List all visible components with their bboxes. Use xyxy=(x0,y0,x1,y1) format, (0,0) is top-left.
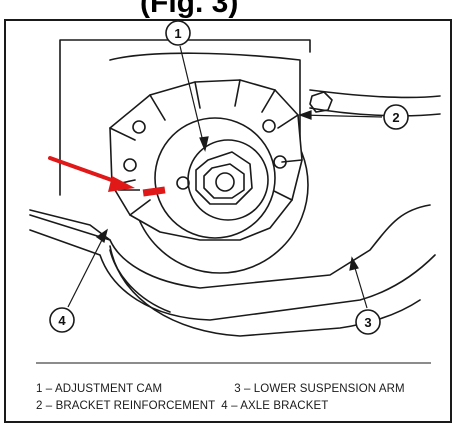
lower-arm-curve xyxy=(109,249,171,313)
cam-nut xyxy=(195,151,253,205)
leader-2 xyxy=(299,114,383,118)
side-bolt xyxy=(309,91,333,113)
callout-2-label: 2 xyxy=(392,110,399,125)
cam-index-hole xyxy=(176,176,190,190)
header-fragment: (Fig. 3) xyxy=(140,0,238,19)
red-alignment-mark xyxy=(142,186,166,197)
callout-1-label: 1 xyxy=(174,26,181,41)
legend-item-4: 4 – AXLE BRACKET xyxy=(221,400,329,412)
callout-2: 2 xyxy=(383,104,409,130)
legend-item-3: 3 – LOWER SUSPENSION ARM xyxy=(234,383,405,395)
bolt-thread xyxy=(215,172,235,192)
lower-arm-top xyxy=(29,204,431,289)
cam-nut-face xyxy=(203,163,245,199)
legend-item-2: 2 – BRACKET REINFORCEMENT xyxy=(36,400,216,412)
bolt-hole xyxy=(273,155,287,169)
bolt-hole xyxy=(123,158,137,172)
alignment-mark-group xyxy=(48,156,166,197)
callout-4-label: 4 xyxy=(58,313,66,328)
red-arrow-head xyxy=(108,176,135,192)
bolt-hole xyxy=(262,119,276,133)
red-arrow-shaft xyxy=(48,156,122,185)
legend-item-1: 1 – ADJUSTMENT CAM xyxy=(36,383,163,395)
leader-3-head xyxy=(349,256,359,271)
legend-row-2: 2 – BRACKET REINFORCEMENT 4 – AXLE BRACKE… xyxy=(36,400,328,412)
lower-arm-mid xyxy=(29,229,436,321)
upper-arm-edge-2 xyxy=(309,107,441,117)
bolt-hole xyxy=(132,120,146,134)
leader-4-head xyxy=(95,228,108,244)
callout-4: 4 xyxy=(49,307,75,333)
leader-1 xyxy=(179,45,206,151)
callout-3: 3 xyxy=(355,309,381,335)
callout-1: 1 xyxy=(165,20,191,46)
leader-1-head xyxy=(199,136,209,152)
leader-lines xyxy=(67,45,383,309)
leader-4 xyxy=(67,229,108,308)
lower-arm-bottom xyxy=(109,245,421,337)
upper-arm-edge xyxy=(309,89,441,99)
callout-3-label: 3 xyxy=(364,315,371,330)
leader-2-head xyxy=(298,110,312,120)
housing-edge xyxy=(109,52,301,151)
frame-rail xyxy=(59,39,311,196)
figure-border xyxy=(4,19,452,423)
legend-row-1: 1 – ADJUSTMENT CAM 3 – LOWER SUSPENSION A… xyxy=(36,383,405,395)
